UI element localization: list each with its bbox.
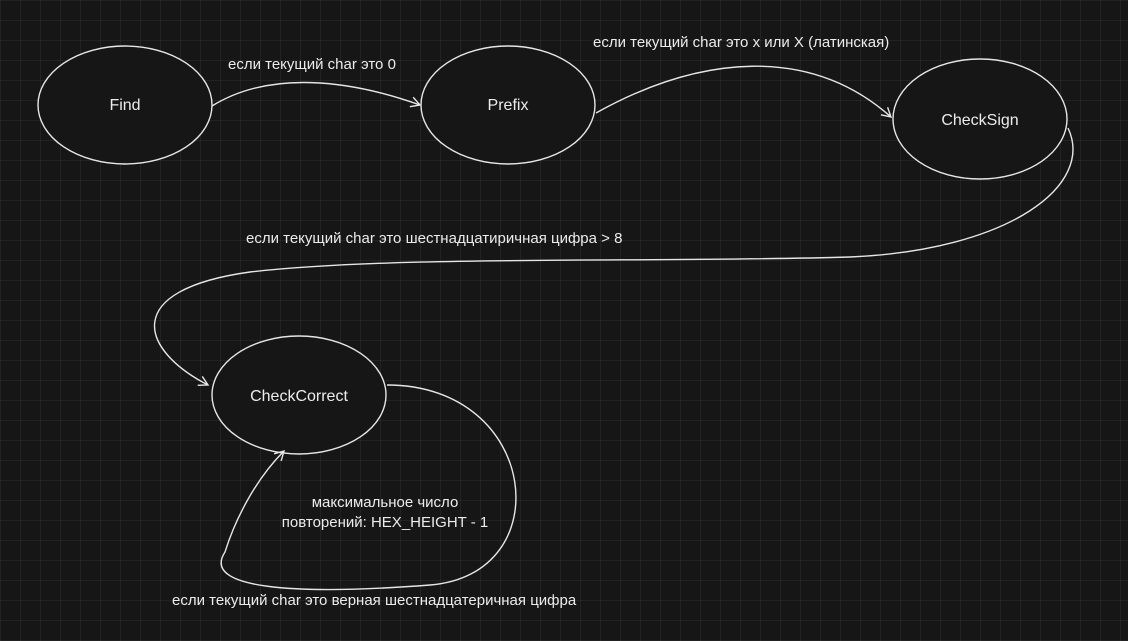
- edge-find-to-prefix-label: если текущий char это 0: [228, 56, 396, 73]
- edge-checksign-to-checkcorrect-label: если текущий char это шестнадцатиричная …: [246, 230, 622, 247]
- edge-prefix-to-checksign: [595, 65, 893, 118]
- state-prefix-label: Prefix: [488, 97, 529, 114]
- state-prefix[interactable]: Prefix: [420, 45, 596, 165]
- state-find-ellipse: [37, 45, 213, 165]
- edge-checkcorrect-loop-label: если текущий char это верная шестнадцате…: [172, 592, 577, 609]
- state-checkcorrect-ellipse: [211, 335, 387, 455]
- state-find-label: Find: [109, 97, 140, 114]
- state-checksign-label: CheckSign: [941, 112, 1018, 129]
- state-checkcorrect[interactable]: CheckCorrect: [211, 335, 387, 455]
- state-checksign[interactable]: CheckSign: [892, 58, 1068, 180]
- edge-prefix-to-checksign-label: если текущий char это x или X (латинская…: [593, 34, 889, 51]
- edge-checkcorrect-loop: [220, 384, 517, 591]
- loop-note-line1: максимальное число: [312, 494, 459, 511]
- edge-checksign-to-checkcorrect: [153, 127, 1074, 387]
- state-checkcorrect-label: CheckCorrect: [250, 388, 348, 405]
- state-find[interactable]: Find: [37, 45, 213, 165]
- edge-find-to-prefix: [211, 81, 422, 108]
- state-checksign-ellipse: [892, 58, 1068, 180]
- loop-note-line2: повторений: HEX_HEIGHT - 1: [282, 514, 488, 531]
